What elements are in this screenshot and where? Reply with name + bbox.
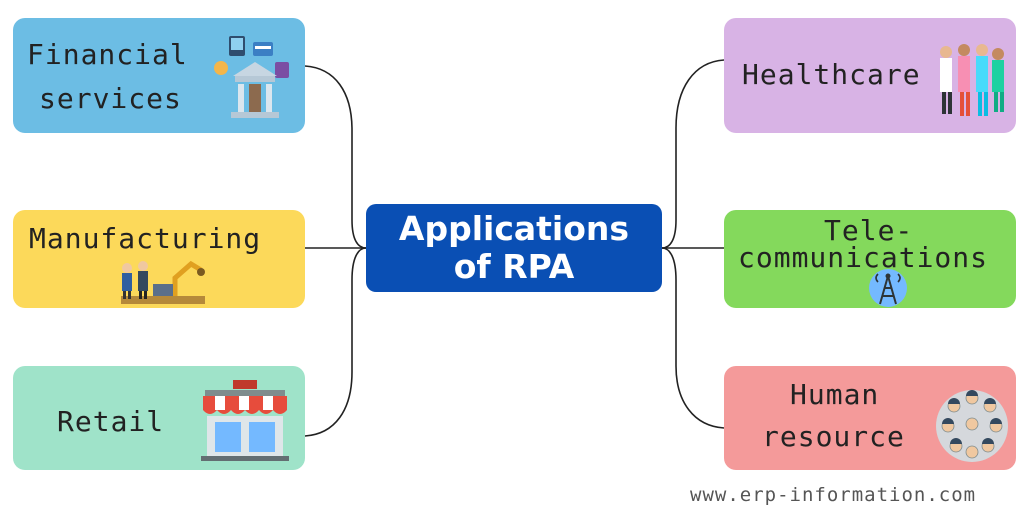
medical-staff-icon xyxy=(940,44,1004,116)
node-human-resource: Human resource xyxy=(724,366,1016,470)
node-label-line1: Healthcare xyxy=(742,58,921,91)
central-topic-line2: of RPA xyxy=(453,247,575,286)
people-network-icon xyxy=(936,390,1008,462)
connector-retail xyxy=(304,247,367,437)
connector-healthcare xyxy=(661,59,725,249)
node-label-line2: communications xyxy=(738,241,989,274)
node-label-line1: Retail xyxy=(57,405,165,438)
connector-hr xyxy=(661,247,725,429)
factory-workers-icon xyxy=(121,260,205,304)
website-url: www.erp-information.com xyxy=(690,484,977,506)
node-label-line2: resource xyxy=(762,420,905,453)
node-retail: Retail xyxy=(13,366,305,470)
node-manufacturing: Manufacturing xyxy=(13,210,305,308)
node-financial-services: Financial services xyxy=(13,18,305,133)
node-label-line1: Human xyxy=(790,378,880,411)
node-label-line2: services xyxy=(39,82,182,115)
node-telecommunications: Tele- communications xyxy=(724,210,1016,308)
node-label-line1: Tele- xyxy=(824,214,914,247)
node-healthcare: Healthcare xyxy=(724,18,1016,133)
shop-icon xyxy=(201,380,289,461)
tower-icon xyxy=(869,269,907,307)
bank-icon xyxy=(214,36,289,118)
connector-financial xyxy=(304,65,367,249)
central-topic: Applications of RPA xyxy=(366,204,662,292)
node-label-line1: Manufacturing xyxy=(29,222,262,255)
node-label-line1: Financial xyxy=(27,38,188,71)
central-topic-line1: Applications xyxy=(398,209,630,248)
